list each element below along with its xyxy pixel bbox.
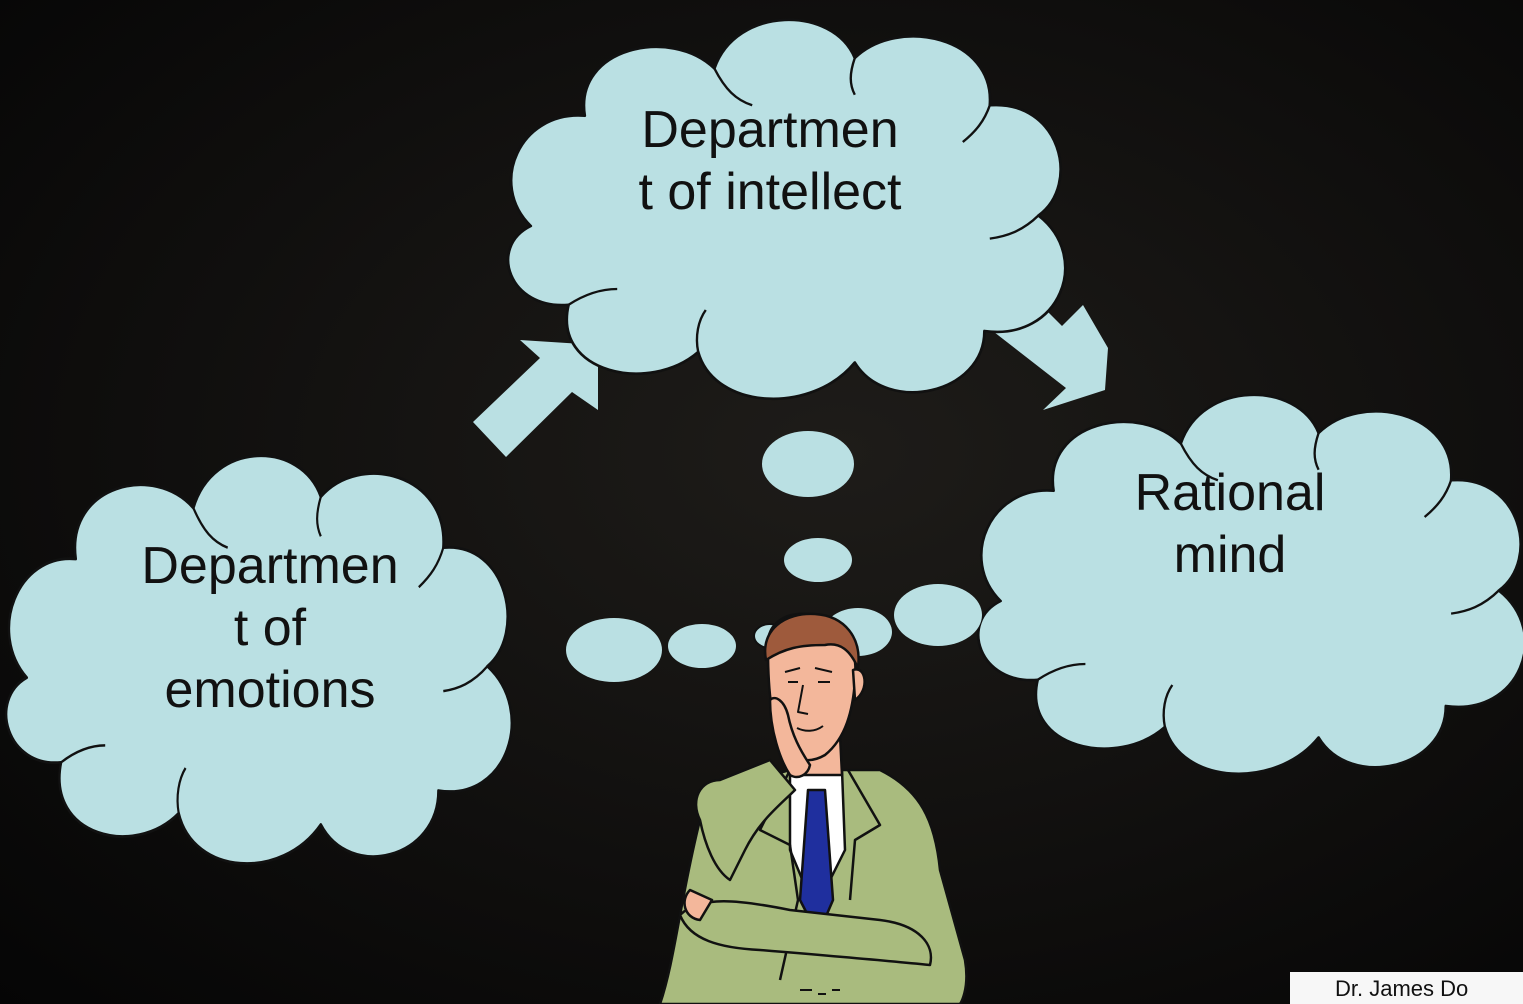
thought-bubble — [762, 431, 854, 497]
thought-bubble — [566, 618, 662, 682]
author-credit: Dr. James Do — [1335, 976, 1469, 1001]
thinking-man-icon — [658, 612, 968, 1004]
cloud-intellect — [506, 18, 1067, 401]
thought-bubble — [784, 538, 852, 582]
arrow-emotions-to-intellect — [473, 340, 598, 457]
credit-band — [1290, 972, 1523, 1004]
thought-bubble — [894, 584, 982, 646]
cloud-label-intellect: Departmen t of intellect — [638, 101, 902, 221]
cloud-label-rational: Rational mind — [1134, 464, 1326, 584]
cloud-emotions — [4, 454, 514, 865]
cloud-rational — [976, 393, 1523, 776]
thought-bubble — [668, 624, 736, 668]
cloud-label-emotions: Departmen t of emotions — [141, 537, 399, 719]
